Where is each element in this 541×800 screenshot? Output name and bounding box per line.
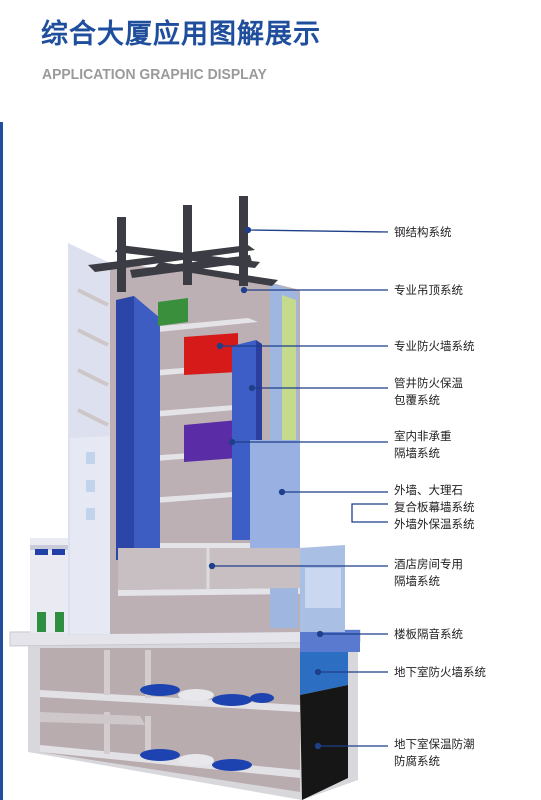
parked-cars-lower <box>140 749 252 771</box>
leader-lines <box>208 226 389 750</box>
label-fire-wall: 专业防火墙系统 <box>394 339 475 353</box>
basement <box>28 640 358 800</box>
label-non-bearing-partition: 室内非承重 隔墙系统 <box>394 429 452 460</box>
label-hotel-room-partition: 酒店房间专用 隔墙系统 <box>394 557 463 588</box>
steel-roof-frame <box>88 196 278 292</box>
parked-cars-upper <box>140 684 274 706</box>
red-fire-wall <box>184 333 238 375</box>
page-subtitle: APPLICATION GRAPHIC DISPLAY <box>42 66 267 83</box>
purple-partition <box>184 420 238 462</box>
label-floor-sound-insulation: 楼板隔音系统 <box>394 627 463 641</box>
tower <box>68 243 345 635</box>
label-basement-insulation: 地下室保温防潮 防腐系统 <box>394 737 475 768</box>
label-steel-structure: 钢结构系统 <box>394 225 452 239</box>
label-marble-curtain-wall: 外墙、大理石 复合板幕墙系统 <box>394 483 475 514</box>
basement-insulation-panel <box>300 685 348 800</box>
side-accent-bar <box>0 122 3 800</box>
basement-fire-wall-panel <box>300 646 348 695</box>
label-basement-fire-wall: 地下室防火墙系统 <box>394 665 486 679</box>
label-suspended-ceiling: 专业吊顶系统 <box>394 283 463 297</box>
label-shaft-insulation: 管井防火保温 包覆系统 <box>394 376 463 407</box>
page-title: 综合大厦应用图解展示 <box>41 19 321 50</box>
label-exterior-insulation: 外墙外保温系统 <box>394 517 475 531</box>
